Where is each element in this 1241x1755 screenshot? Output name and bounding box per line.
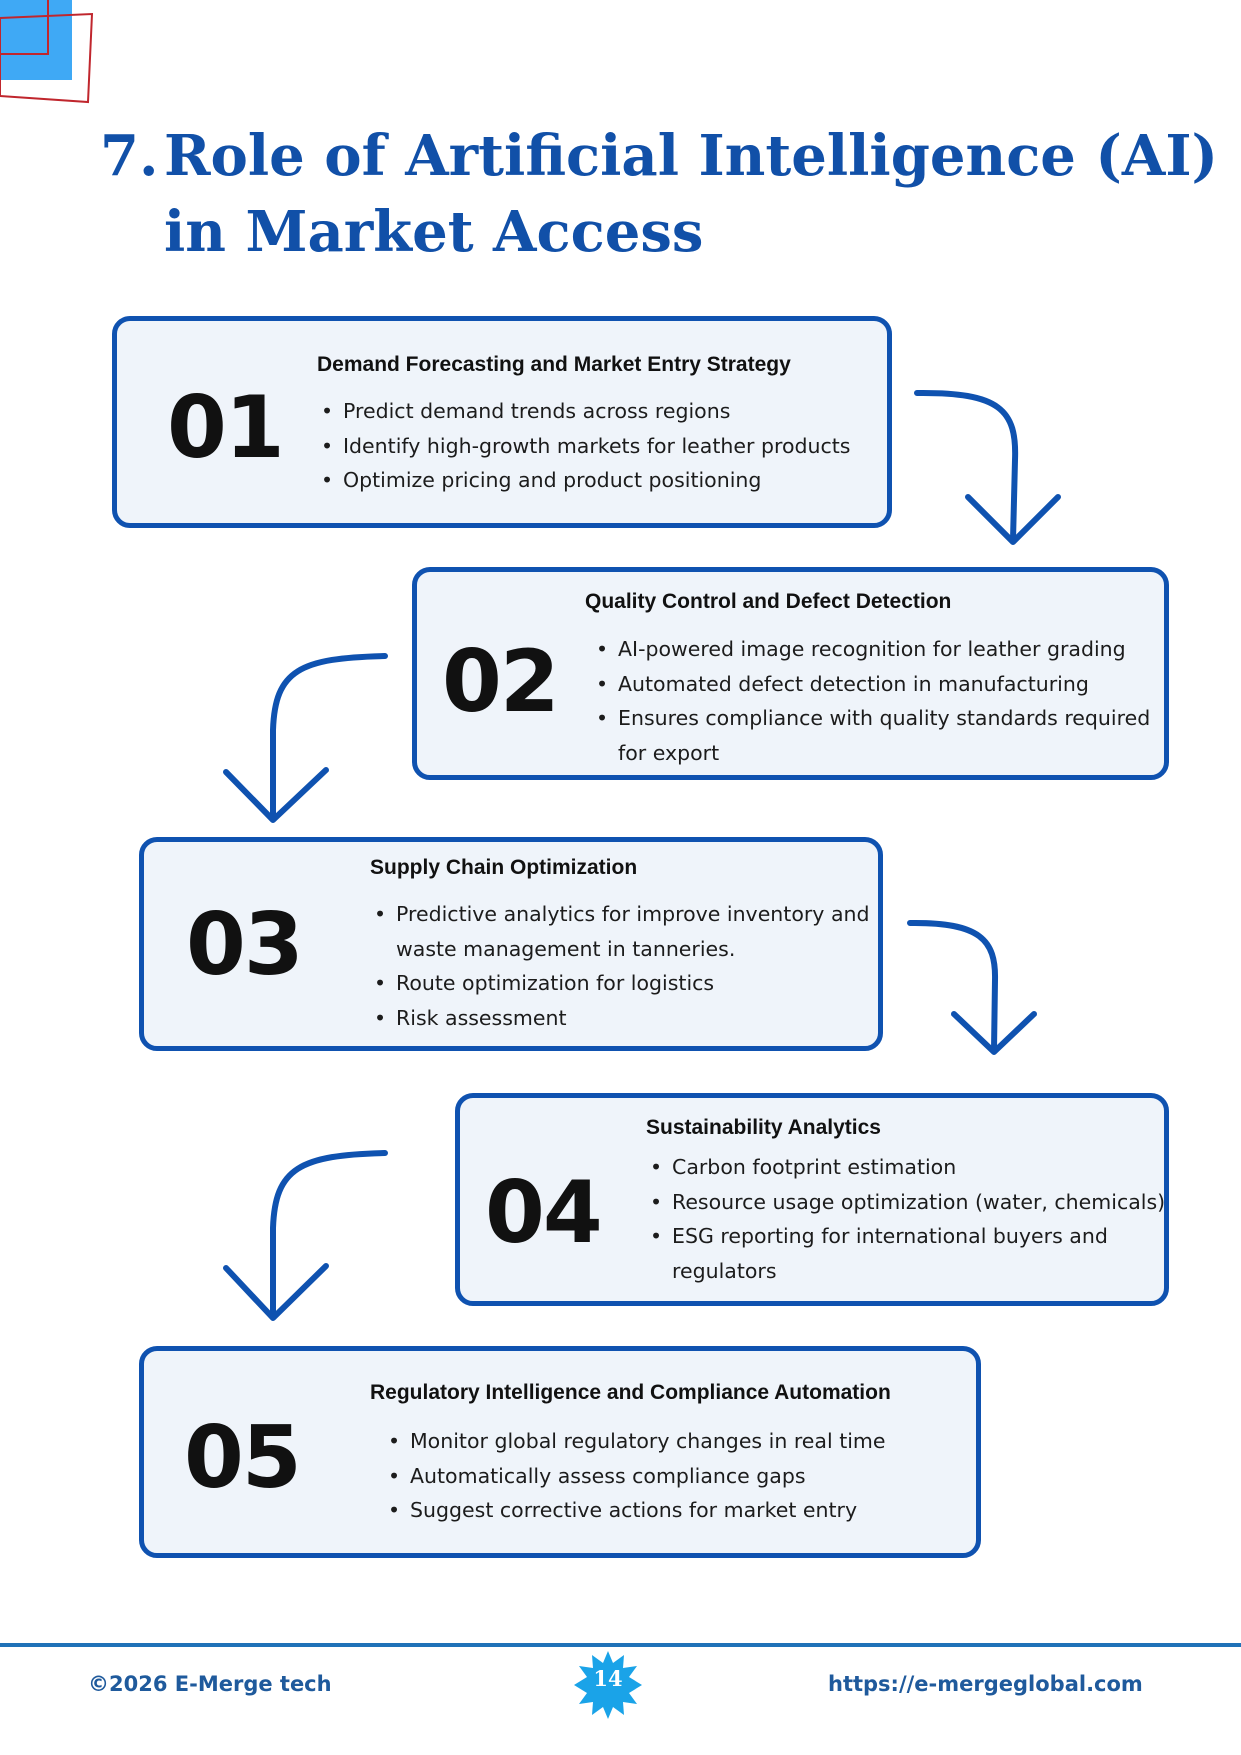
list-item: Route optimization for logistics [370,966,870,1001]
card-bullets: Carbon footprint estimation Resource usa… [646,1150,1166,1288]
title-number: 7. [100,123,159,189]
arrow-4-to-5 [223,1150,388,1321]
card-heading: Sustainability Analytics [646,1116,881,1139]
list-item: Carbon footprint estimation [646,1150,1166,1185]
card-bullets: AI-powered image recognition for leather… [592,632,1152,770]
card-number: 03 [186,895,304,995]
list-item: Identify high-growth markets for leather… [317,429,887,464]
card-bullets: Monitor global regulatory changes in rea… [384,1424,964,1528]
list-item: AI-powered image recognition for leather… [592,632,1152,667]
list-item: Automated defect detection in manufactur… [592,667,1152,702]
card-01: 01 Demand Forecasting and Market Entry S… [112,316,892,528]
card-heading: Regulatory Intelligence and Compliance A… [370,1381,891,1404]
title-line-2: in Market Access [164,199,704,265]
card-number: 04 [485,1163,603,1263]
corner-decoration [0,0,94,104]
card-heading: Quality Control and Defect Detection [585,590,952,613]
footer-url-link[interactable]: https://e-mergeglobal.com [828,1672,1143,1696]
list-item: ESG reporting for international buyers a… [646,1219,1166,1288]
title-line-1: Role of Artificial Intelligence (AI) [164,123,1219,189]
footer-divider [0,1643,1241,1647]
footer-copyright: ©2026 E-Merge tech [88,1672,332,1696]
card-bullets: Predict demand trends across regions Ide… [317,394,887,498]
card-number: 01 [167,378,285,478]
list-item: Predictive analytics for improve invento… [370,897,870,966]
list-item: Risk assessment [370,1001,870,1036]
list-item: Automatically assess compliance gaps [384,1459,964,1494]
card-05: 05 Regulatory Intelligence and Complianc… [139,1346,981,1558]
list-item: Optimize pricing and product positioning [317,463,887,498]
page-badge-icon [574,1651,642,1719]
page-title: 7.Role of Artificial Intelligence (AI) i… [100,118,1218,270]
card-number: 05 [184,1408,302,1508]
card-number: 02 [442,632,560,732]
card-02: 02 Quality Control and Defect Detection … [412,567,1169,780]
card-heading: Demand Forecasting and Market Entry Stra… [317,353,791,376]
card-04: 04 Sustainability Analytics Carbon footp… [455,1093,1169,1306]
arrow-1-to-2 [914,389,1061,545]
list-item: Monitor global regulatory changes in rea… [384,1424,964,1459]
card-heading: Supply Chain Optimization [370,856,638,879]
list-item: Ensures compliance with quality standard… [592,701,1152,770]
page-number: 14 [593,1666,623,1691]
list-item: Resource usage optimization (water, chem… [646,1185,1166,1220]
card-03: 03 Supply Chain Optimization Predictive … [139,837,883,1051]
arrow-3-to-4 [907,919,1037,1055]
list-item: Suggest corrective actions for market en… [384,1493,964,1528]
arrow-2-to-3 [223,653,388,823]
list-item: Predict demand trends across regions [317,394,887,429]
card-bullets: Predictive analytics for improve invento… [370,897,870,1035]
